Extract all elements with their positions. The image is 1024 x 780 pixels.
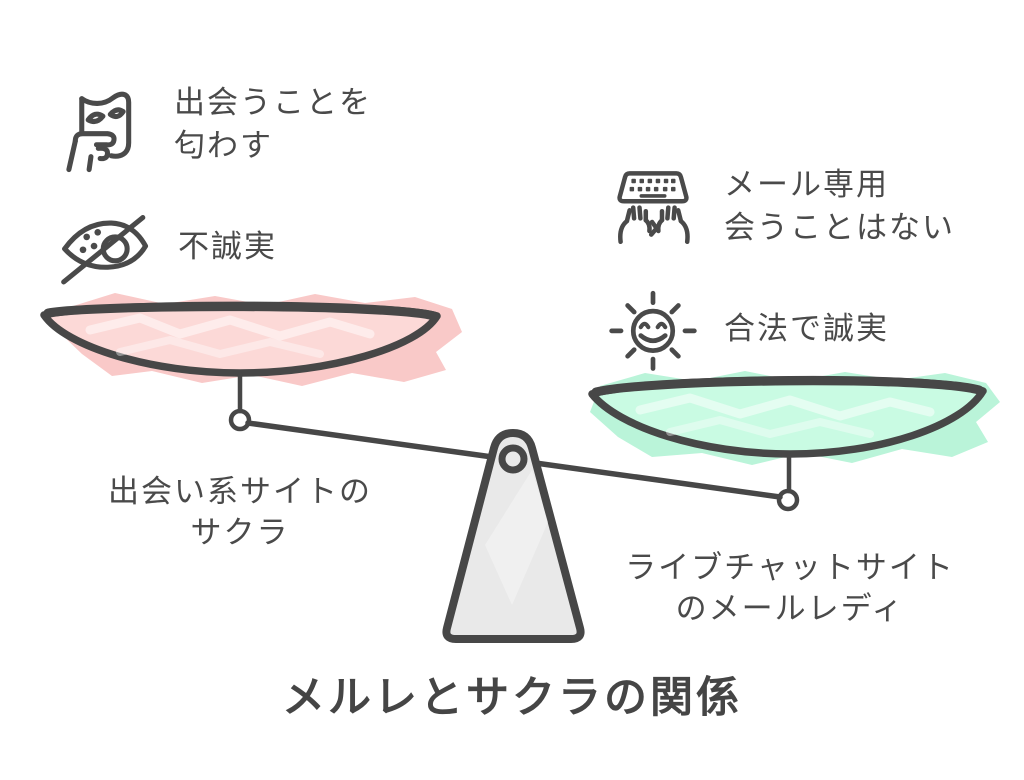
- feature-text: 出会うことを 匂わす: [174, 85, 372, 163]
- hidden-eye-icon: [60, 208, 152, 286]
- feature-text: 合法で誠実: [724, 310, 889, 346]
- feature-text: 不誠実: [178, 228, 277, 264]
- keyboard-typing-icon: [608, 164, 698, 244]
- fulcrum-highlight: [485, 470, 548, 605]
- left-pan-rim: [43, 302, 439, 321]
- smiling-sun-icon: [606, 282, 700, 376]
- right-pan-label: ライブチャットサイト のメールレディ: [625, 550, 955, 626]
- right-pan-highlight: [635, 393, 935, 421]
- page-title: メルレとサクラの関係: [282, 674, 742, 722]
- feature-text: メール専用 会うことはない: [724, 167, 955, 245]
- left-pan-label: 出会い系サイトの サクラ: [108, 474, 372, 550]
- right-pan-highlight: [666, 416, 874, 438]
- pivot-hole: [498, 444, 528, 474]
- left-hanger-ring: [228, 408, 252, 432]
- right-pan-rim: [591, 376, 984, 397]
- feature-left-dishonest: 不誠実: [60, 208, 277, 286]
- right-hanger-ring: [776, 488, 800, 512]
- feature-left-meeting-hint: 出会うことを 匂わす: [56, 82, 372, 178]
- feature-right-mail-only: メール専用 会うことはない: [608, 164, 955, 250]
- mask-in-hand-icon: [56, 82, 148, 178]
- feature-right-legal-honest: 合法で誠実: [606, 282, 889, 376]
- left-pan-highlight: [85, 313, 375, 341]
- fulcrum: [442, 429, 585, 643]
- left-pan-highlight: [116, 336, 324, 358]
